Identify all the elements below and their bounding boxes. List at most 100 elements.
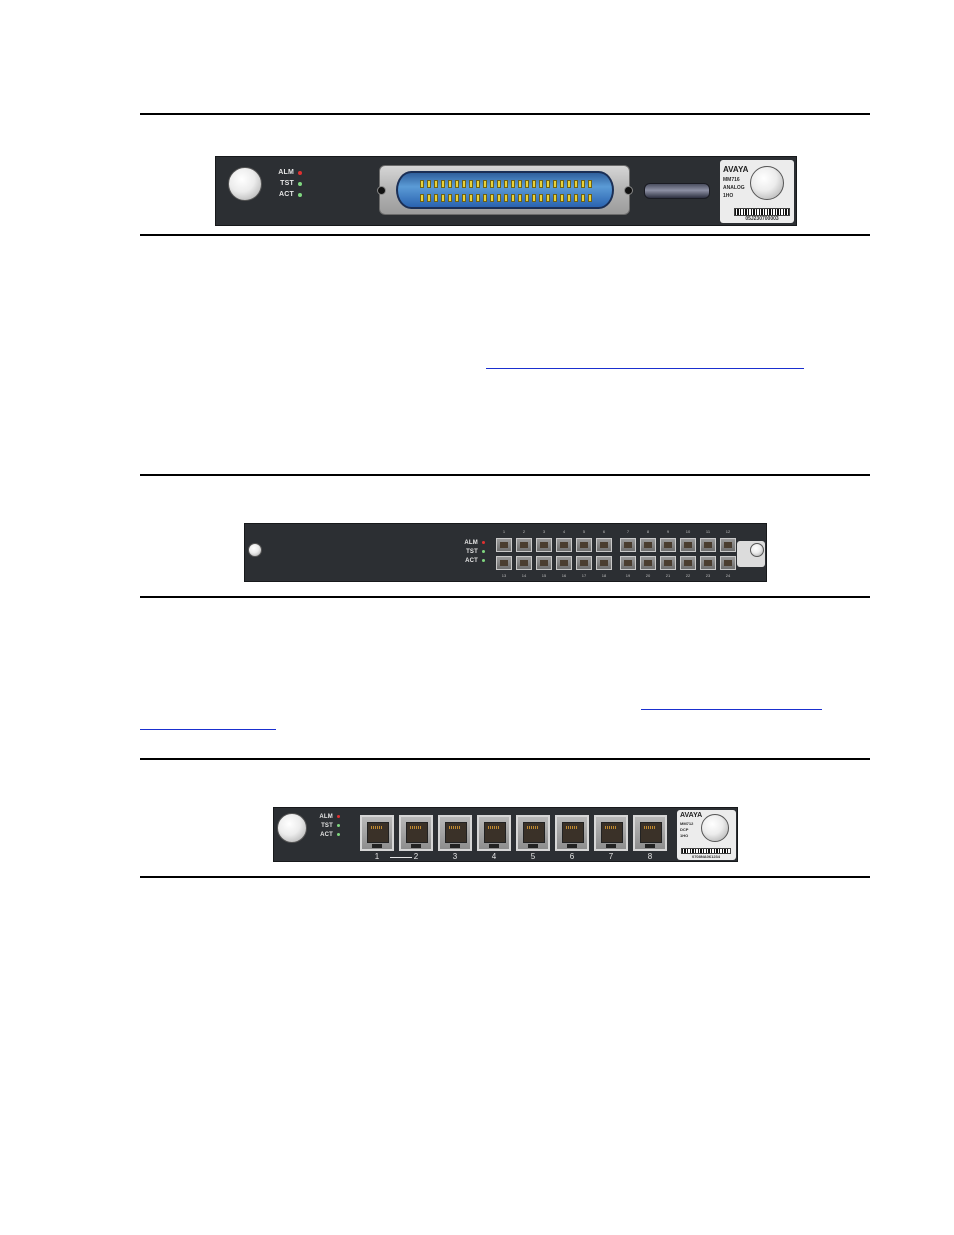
hyperlink-1[interactable] <box>486 368 804 369</box>
led-label-act: ACT <box>465 557 478 564</box>
right-thumbscrew-icon <box>701 814 729 842</box>
rj45-port-icon <box>477 815 511 851</box>
act-led-icon <box>482 559 485 562</box>
rj45-port-icon <box>556 538 572 552</box>
hyperlink-2-part-2[interactable] <box>140 729 276 730</box>
port-number-label: 22 <box>685 573 691 578</box>
port-number-label: 14 <box>521 573 527 578</box>
port-number-label: 6 <box>569 852 575 861</box>
rj45-port-icon <box>640 556 656 570</box>
port-number-label: 6 <box>602 529 606 534</box>
rj45-port-icon <box>496 556 512 570</box>
port-number-label: 20 <box>645 573 651 578</box>
rj45-port-icon <box>700 538 716 552</box>
led-label-act: ACT <box>279 191 294 198</box>
left-thumbscrew-icon <box>277 813 307 843</box>
port-number-label: 3 <box>452 852 458 861</box>
serial-number: 05J230700003 <box>745 216 779 222</box>
rj45-port-icon <box>700 556 716 570</box>
rj45-port-icon <box>680 538 696 552</box>
led-label-alm: ALM <box>278 169 294 176</box>
rj45-port-icon <box>516 538 532 552</box>
port-number-label: 8 <box>647 852 653 861</box>
port-number-label: 12 <box>725 529 731 534</box>
rj45-port-icon <box>516 556 532 570</box>
rj45-port-icon <box>660 556 676 570</box>
port-number-label: 16 <box>561 573 567 578</box>
divider-rule-3 <box>140 474 870 476</box>
port-number-label: 11 <box>705 529 711 534</box>
model-line-3: 1HO <box>680 833 689 838</box>
led-label-tst: TST <box>466 548 478 555</box>
act-led-icon <box>337 833 340 836</box>
hyperlink-2-part-1[interactable] <box>641 709 822 710</box>
led-label-act: ACT <box>320 831 333 838</box>
port-number-label: 24 <box>725 573 731 578</box>
amphenol-connector-icon <box>396 171 614 209</box>
port-number-label: 13 <box>501 573 507 578</box>
status-leds: ALM TST ACT <box>314 812 340 839</box>
port-number-label: 1 <box>374 852 380 861</box>
tst-led-icon <box>298 181 302 186</box>
right-thumbscrew-icon <box>750 166 784 200</box>
model-line-2: DCP <box>680 827 689 832</box>
rj45-port-icon <box>596 556 612 570</box>
left-thumbscrew-icon <box>248 543 262 557</box>
rj45-port-icon <box>620 556 636 570</box>
divider-rule-5 <box>140 758 870 760</box>
divider-rule-4 <box>140 596 870 598</box>
port-number-label: 23 <box>705 573 711 578</box>
rj45-port-icon <box>720 556 736 570</box>
rj45-port-icon <box>536 556 552 570</box>
rj45-port-icon <box>496 538 512 552</box>
connector-pins-top <box>420 180 592 188</box>
rj45-port-icon <box>438 815 472 851</box>
port-number-label: 9 <box>666 529 670 534</box>
tst-led-icon <box>337 824 340 827</box>
port-number-label: 1 <box>502 529 506 534</box>
status-leds: ALM TST ACT <box>455 538 485 565</box>
port-number-label: 21 <box>665 573 671 578</box>
brand-logo: AVAYA <box>723 165 749 174</box>
led-label-tst: TST <box>280 180 294 187</box>
rj45-port-icon <box>536 538 552 552</box>
rj45-port-icon <box>680 556 696 570</box>
port-number-label: 3 <box>542 529 546 534</box>
mm716-media-module-image: ALM TST ACT <box>215 156 797 226</box>
port-number-label: 8 <box>646 529 650 534</box>
port-number-label: 4 <box>491 852 497 861</box>
status-leds: ALM TST ACT <box>268 167 302 200</box>
left-thumbscrew-icon <box>228 167 262 201</box>
divider-rule-1 <box>140 113 870 115</box>
ejector-latch-icon <box>644 183 710 199</box>
barcode-icon <box>734 208 790 216</box>
rj45-port-icon <box>660 538 676 552</box>
right-thumbscrew-icon <box>750 543 764 557</box>
rj45-port-icon <box>596 538 612 552</box>
port-pair-line <box>390 857 412 858</box>
act-led-icon <box>298 192 302 197</box>
model-line-3: 1HO <box>723 193 734 199</box>
rj45-port-icon <box>594 815 628 851</box>
rj45-port-icon <box>399 815 433 851</box>
port-number-label: 17 <box>581 573 587 578</box>
led-label-tst: TST <box>321 822 333 829</box>
divider-rule-2 <box>140 234 870 236</box>
port-number-label: 5 <box>530 852 536 861</box>
connector-screw-right-icon <box>624 186 633 195</box>
port-number-label: 2 <box>522 529 526 534</box>
rj45-port-icon <box>576 556 592 570</box>
rj45-port-icon <box>620 538 636 552</box>
amphenol-connector-plate <box>377 165 633 215</box>
port-number-label: 10 <box>685 529 691 534</box>
rj45-port-icon <box>360 815 394 851</box>
port-number-label: 4 <box>562 529 566 534</box>
rj45-port-icon <box>576 538 592 552</box>
barcode-icon <box>681 848 731 854</box>
alm-led-icon <box>337 815 340 818</box>
tst-led-icon <box>482 550 485 553</box>
rj45-port-icon <box>556 556 572 570</box>
connector-pins-bottom <box>420 194 592 202</box>
